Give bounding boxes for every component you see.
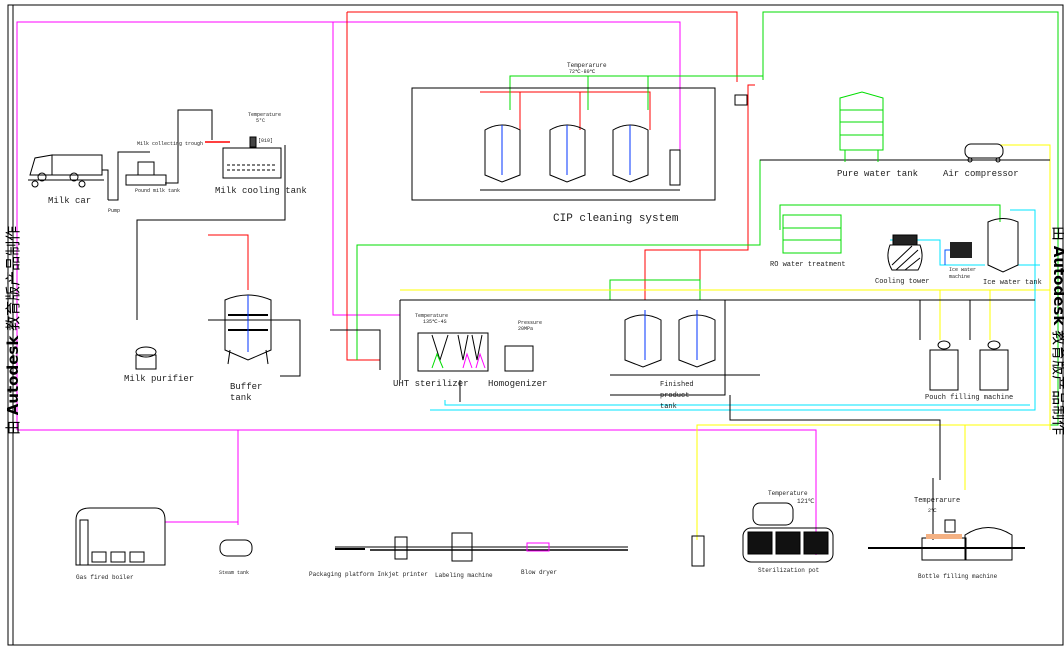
label-finished-1: Finished — [660, 381, 694, 389]
finished-product-tank-icon — [624, 314, 716, 368]
label-milk-collecting-trough: Milk collecting trough — [137, 141, 204, 147]
label-ro-water-treatment: RO water treatment — [770, 261, 846, 269]
ice-water-tank-icon — [987, 218, 1019, 273]
ro-water-treatment-icon — [782, 214, 842, 254]
value-pressure: 20MPa — [518, 326, 534, 332]
label-blow-dryer: Blow dryer — [521, 569, 558, 576]
label-pouch-filling-machine: Pouch filling machine — [925, 394, 1014, 402]
steam-tank-icon — [219, 539, 253, 557]
label-bottle-filling-machine: Bottle filling machine — [918, 573, 998, 580]
process-pipe — [102, 87, 1050, 540]
pound-milk-tank-icon — [125, 161, 167, 186]
watermark-left: 由 Autodesk 教育版产品制作 — [4, 225, 23, 436]
value-cooling-temperature: 5°C — [256, 118, 266, 124]
label-milk-purifier: Milk purifier — [124, 374, 195, 384]
label-cooling-tower: Cooling tower — [875, 278, 930, 286]
ice-water-machine-icon — [950, 242, 972, 258]
label-labeling-machine: Labeling machine — [435, 572, 493, 579]
cip-hot-pipe — [208, 11, 755, 361]
milk-cooling-tank-icon — [222, 136, 282, 179]
cooling-tower-icon — [887, 234, 923, 271]
label-pound-milk-tank: Pound milk tank — [135, 188, 181, 194]
pouch-filling-machine-icon — [929, 340, 1009, 391]
blow-dryer-icon — [526, 542, 550, 552]
label-ice-water-machine-2: machine — [949, 274, 971, 280]
label-homogenizer: Homogenizer — [488, 379, 548, 389]
label-ice-water-machine-1: Ice water — [949, 267, 977, 273]
label-ice-water-tank: Ice water tank — [983, 279, 1042, 287]
label-buffer-tank-1: Buffer — [230, 382, 263, 392]
label-bottle-temperature: Temperarure — [914, 497, 961, 505]
label-uht-sterilizer: UHT sterilizer — [393, 379, 469, 389]
gas-fired-boiler-icon — [75, 507, 166, 566]
drawing-frame — [7, 4, 1064, 646]
label-pure-water-tank: Pure water tank — [837, 169, 919, 179]
label-cooling-temperature: Temperature — [248, 112, 282, 118]
packaging-conveyor-icon — [335, 532, 628, 562]
air-compressor-icon — [964, 143, 1004, 163]
label-finished-3: tank — [660, 403, 677, 411]
label-sterilization-temperature: Temperature — [768, 490, 808, 497]
label-steam-tank: Steam tank — [219, 570, 250, 576]
label-pump: Pump — [108, 208, 121, 214]
steam-pipe — [16, 21, 817, 555]
uht-sterilizer-icon — [417, 332, 534, 372]
value-cip-temperature: 72℃-80℃ — [569, 69, 596, 75]
value-sterilization-temperature: 121℃ — [797, 498, 815, 505]
bottle-filling-machine-icon — [868, 519, 1025, 561]
label-gas-fired-boiler: Gas fired boiler — [76, 574, 134, 581]
label-milk-car: Milk car — [48, 196, 92, 206]
value-bottle-temperature: 2℃ — [928, 508, 937, 514]
value-uht-temperature: 135℃-4S — [423, 319, 447, 325]
cip-tanks-icon — [484, 124, 681, 186]
sterilization-pot-icon — [691, 502, 834, 567]
label-uht-temperature: Temperature — [415, 313, 449, 319]
milk-car-icon — [28, 154, 104, 188]
label-cooling-tag: [010] — [258, 138, 274, 144]
watermark-right: 由 Autodesk 教育版产品制作 — [1050, 226, 1064, 436]
label-buffer-tank-2: tank — [230, 393, 252, 403]
label-finished-2: product — [660, 392, 690, 400]
label-cip-cleaning-system: CIP cleaning system — [553, 213, 679, 225]
label-cip-temperature: Temperarure — [567, 62, 607, 69]
milk-purifier-icon — [135, 346, 157, 370]
label-milk-cooling-tank: Milk cooling tank — [215, 186, 307, 196]
label-sterilization-pot: Sterilization pot — [758, 567, 820, 574]
label-pressure: Pressure — [518, 320, 543, 326]
pure-water-tank-icon — [839, 91, 884, 162]
label-packaging-platform: Packaging platform Inkjet printer — [309, 571, 428, 578]
compressed-air-pipe — [400, 144, 1051, 540]
label-air-compressor: Air compressor — [943, 169, 1019, 179]
